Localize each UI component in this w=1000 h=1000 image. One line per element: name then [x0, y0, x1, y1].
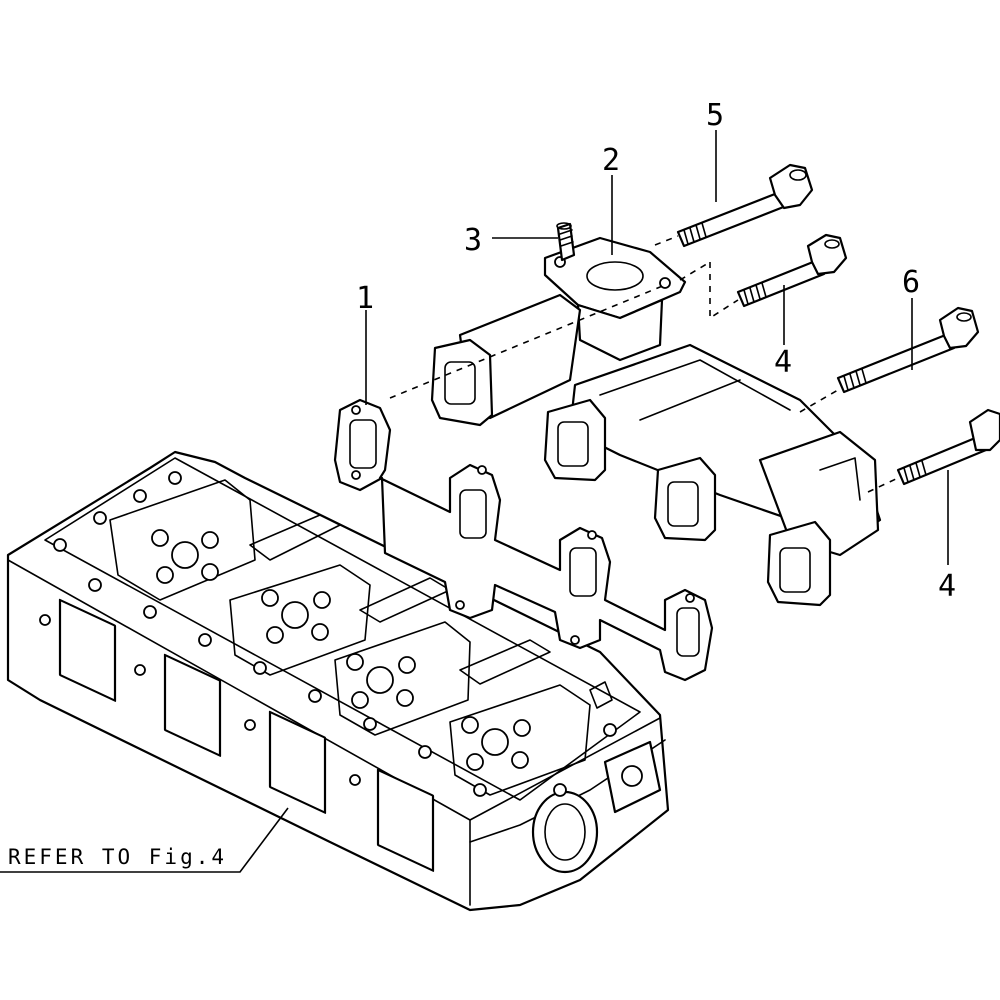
callout-4-lower: 4 — [938, 569, 956, 604]
callout-5: 5 — [706, 98, 724, 133]
leader-lines — [0, 130, 949, 873]
bolt-part-6 — [836, 306, 980, 394]
bolt-part-4-upper — [736, 233, 848, 308]
callout-3: 3 — [464, 223, 482, 258]
bolt-part-4-lower — [896, 408, 1000, 486]
callout-1: 1 — [356, 281, 374, 316]
manifold-gasket — [333, 398, 714, 682]
bolt-part-5 — [676, 163, 814, 248]
callout-6: 6 — [902, 265, 920, 300]
head-bolt-holes — [39, 471, 617, 797]
reference-note: REFER TO Fig.4 — [8, 845, 227, 869]
callout-4-upper: 4 — [774, 345, 792, 380]
valve-holes — [151, 529, 531, 771]
cylinder-head — [6, 450, 670, 912]
stud — [556, 222, 576, 262]
exhaust-manifold — [430, 236, 882, 607]
callout-2: 2 — [602, 143, 620, 178]
